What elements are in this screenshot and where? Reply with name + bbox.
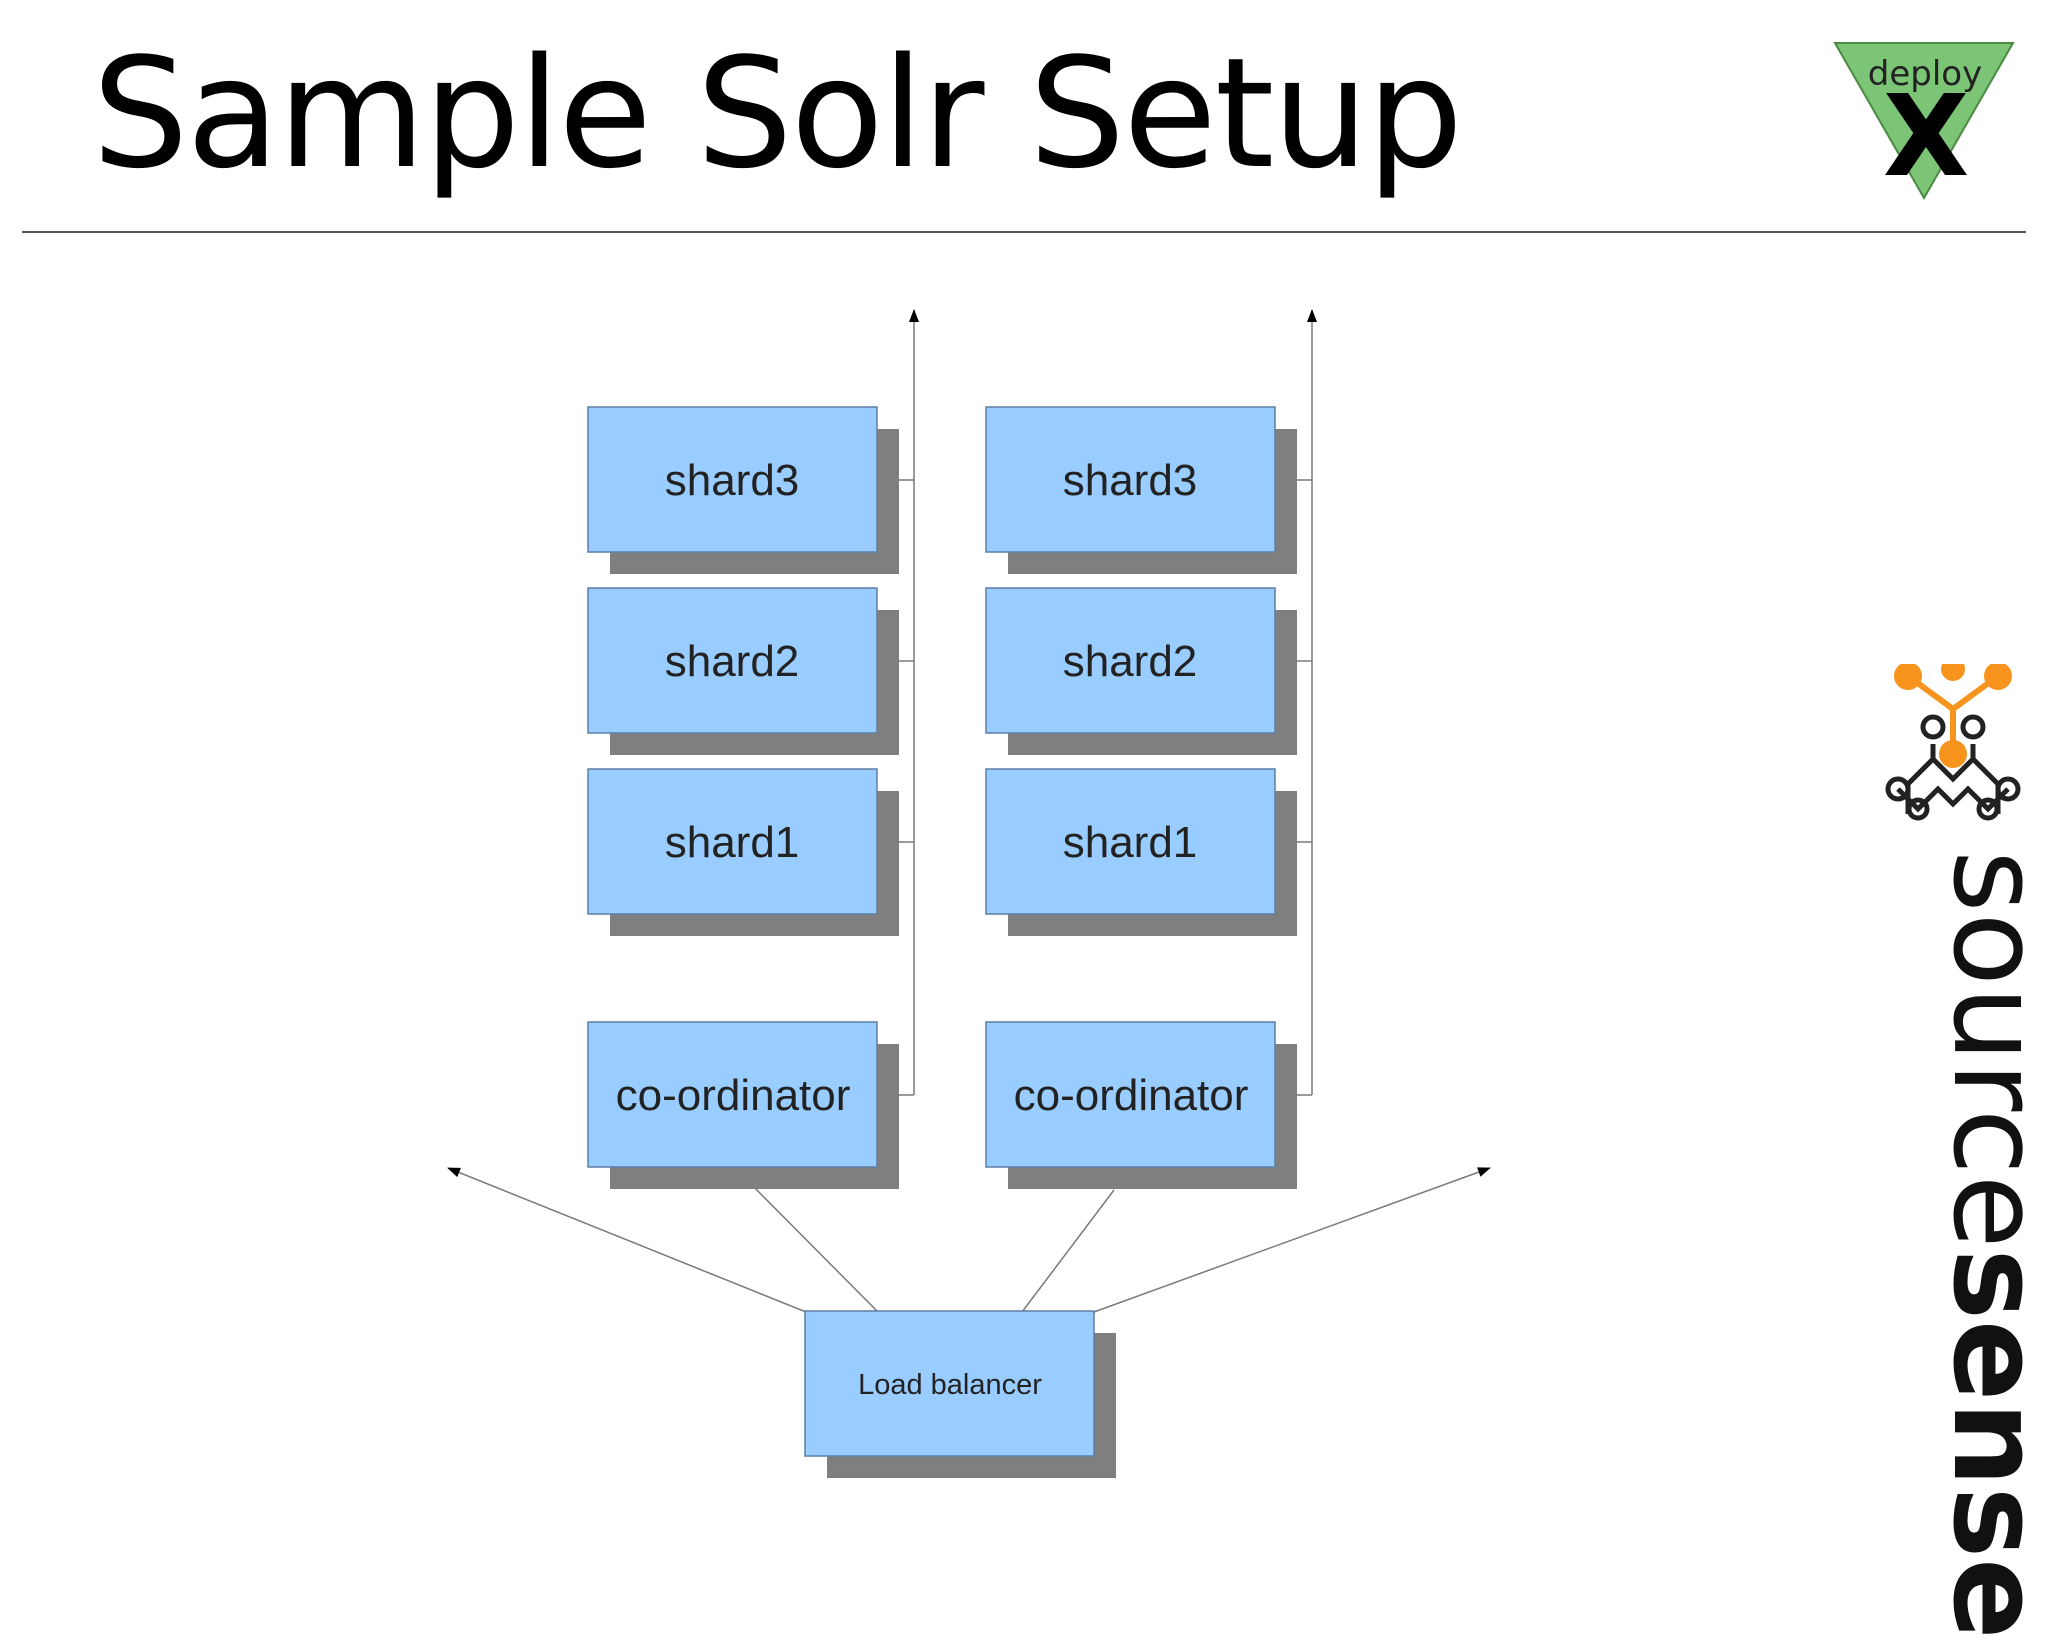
cluster-right: shard3 shard2 shard1 co-ordinator bbox=[985, 406, 1297, 1189]
brand-word-bold: sense bbox=[1926, 1248, 2048, 1640]
coordinator-label: co-ordinator bbox=[1014, 1071, 1249, 1120]
shard-label: shard3 bbox=[665, 456, 800, 505]
load-balancer-box: Load balancer bbox=[804, 1310, 1116, 1478]
shard-box-right-2: shard2 bbox=[985, 587, 1297, 755]
title-divider bbox=[22, 231, 2026, 233]
shard-box-left-3: shard3 bbox=[587, 406, 899, 574]
shard-box-right-3: shard3 bbox=[985, 406, 1297, 574]
deployx-logo-mark: X bbox=[1883, 72, 1969, 202]
sourcesense-logo-icon bbox=[1885, 664, 2021, 821]
connector-lb-to-left-coordinator bbox=[732, 1165, 879, 1313]
connector-lb-out-left bbox=[447, 1167, 807, 1313]
shard-label: shard1 bbox=[1063, 818, 1198, 867]
load-balancer-label: Load balancer bbox=[858, 1369, 1042, 1401]
cluster-left: shard3 shard2 shard1 co-ordinator bbox=[587, 406, 899, 1189]
coordinator-box-left: co-ordinator bbox=[587, 1021, 899, 1189]
brand-word-light: source bbox=[1926, 850, 2048, 1249]
deployx-triangle bbox=[1833, 42, 2015, 201]
deployx-logo-text: deploy bbox=[1868, 54, 1982, 94]
shard-label: shard3 bbox=[1063, 456, 1198, 505]
shard-box-left-2: shard2 bbox=[587, 587, 899, 755]
shard-label: shard2 bbox=[1063, 637, 1198, 686]
deployx-logo: deploy X bbox=[1833, 42, 2015, 202]
coordinator-label: co-ordinator bbox=[616, 1071, 851, 1120]
slide-title: Sample Solr Setup bbox=[92, 25, 1463, 202]
sourcesense-wordmark: sourcesense bbox=[1926, 850, 2048, 1640]
connector-lb-out-right bbox=[1093, 1167, 1491, 1313]
coordinator-box-right: co-ordinator bbox=[985, 1021, 1297, 1189]
shard-label: shard1 bbox=[665, 818, 800, 867]
shard-box-left-1: shard1 bbox=[587, 768, 899, 936]
shard-box-right-1: shard1 bbox=[985, 768, 1297, 936]
connector-lb-to-right-coordinator bbox=[1021, 1189, 1115, 1313]
shard-label: shard2 bbox=[665, 637, 800, 686]
solr-architecture-diagram: shard3 shard2 shard1 co-ordinator shard3… bbox=[447, 309, 1491, 1478]
